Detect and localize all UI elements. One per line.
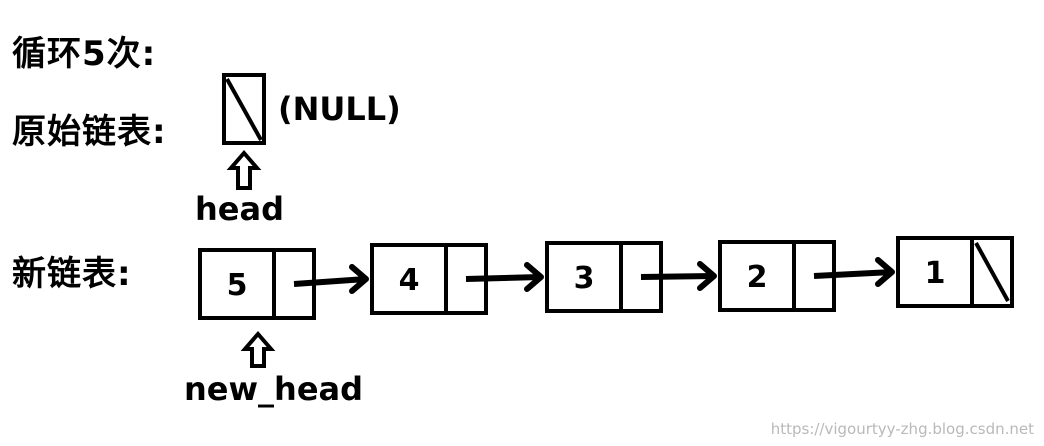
head-pointer-label: head: [195, 190, 284, 228]
list-node: 5: [198, 248, 369, 320]
next-arrow-icon: [813, 257, 895, 287]
node-value: 3: [574, 261, 595, 296]
watermark: https://vigourtyy-zhg.blog.csdn.net: [770, 420, 1034, 438]
list-node: 3: [545, 241, 717, 313]
node-box: [896, 236, 1014, 308]
next-arrow-icon: [640, 261, 717, 291]
new-head-up-arrow-icon: [240, 330, 276, 368]
node-value: 5: [227, 268, 248, 303]
new-list-label: 新链表:: [12, 254, 132, 294]
next-arrow-icon: [465, 262, 544, 292]
null-box: [222, 73, 266, 145]
null-slash: [225, 78, 263, 141]
node-value: 4: [399, 263, 420, 298]
node-value: 1: [925, 256, 946, 291]
list-node: 1: [896, 236, 1014, 308]
null-label: (NULL): [278, 90, 401, 128]
new-head-pointer-label: new_head: [184, 370, 364, 408]
head-up-arrow-icon: [226, 149, 262, 190]
list-node: 4: [370, 243, 544, 315]
next-arrow-icon: [293, 264, 369, 294]
loop-count-label: 循环5次:: [12, 34, 157, 74]
null-pointer-slash: [974, 242, 1010, 302]
node-value: 2: [747, 260, 768, 295]
original-list-label: 原始链表:: [12, 112, 167, 152]
list-node: 2: [718, 240, 895, 312]
